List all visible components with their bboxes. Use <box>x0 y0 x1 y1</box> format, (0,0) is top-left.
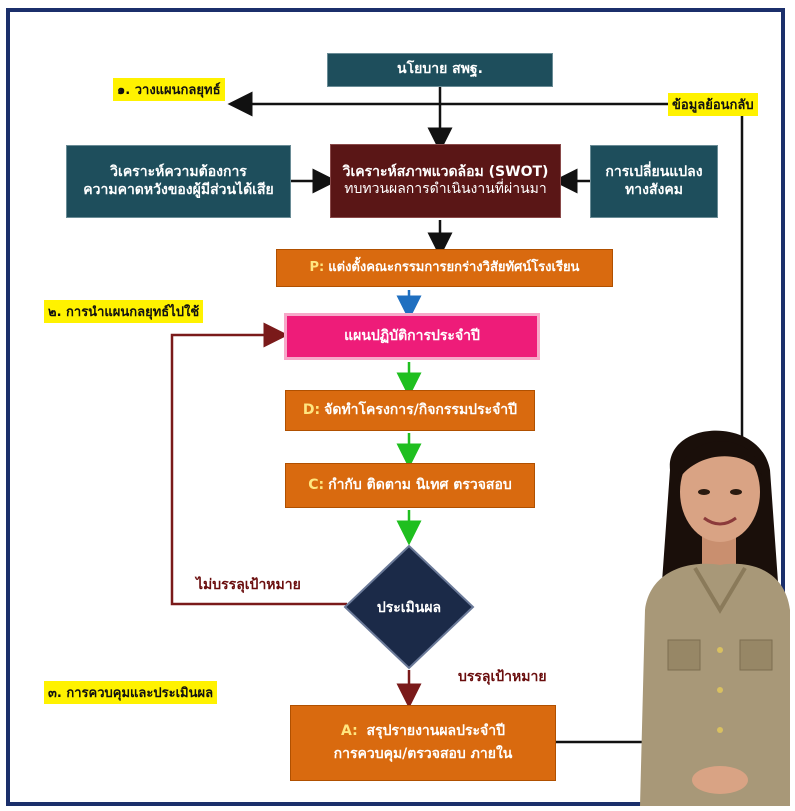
social-line1: การเปลี่ยนแปลง <box>605 164 703 180</box>
act-line1-wrap: A: สรุปรายงานผลประจำปี <box>341 723 505 741</box>
not-achieved-label: ไม่บรรลุเป้าหมาย <box>196 577 301 593</box>
check-text: กำกับ ติดตาม นิเทศ ตรวจสอบ <box>328 476 512 493</box>
stakeholder-box: วิเคราะห์ความต้องการ ความคาดหวังของผู้มี… <box>66 145 291 218</box>
stage3-label: ๓. การควบคุมและประเมินผล <box>44 681 218 704</box>
swot-line2: ทบทวนผลการดำเนินงานที่ผ่านมา <box>344 181 547 197</box>
person-photo <box>640 430 790 806</box>
evaluate-label: ประเมินผล <box>376 600 442 616</box>
swot-line1: วิเคราะห์สภาพแวดล้อม (SWOT) <box>342 163 549 180</box>
do-box: D: จัดทำโครงการ/กิจกรรมประจำปี <box>285 390 535 431</box>
act-line2: การควบคุม/ตรวจสอบ ภายใน <box>333 746 513 762</box>
feedback-label: ข้อมูลย้อนกลับ <box>668 93 758 116</box>
evaluate-diamond <box>343 544 475 670</box>
stage1-label: ๑. วางแผนกลยุทธ์ <box>113 78 225 101</box>
annual-plan-box: แผนปฏิบัติการประจำปี <box>284 313 540 360</box>
swot-box: วิเคราะห์สภาพแวดล้อม (SWOT) ทบทวนผลการดำ… <box>330 144 561 218</box>
social-line2: ทางสังคม <box>625 181 683 198</box>
act-prefix: A: <box>340 722 358 739</box>
plan-box: P: แต่งตั้งคณะกรรมการยกร่างวิสัยทัศน์โรง… <box>276 249 613 287</box>
act-line1: สรุปรายงานผลประจำปี <box>366 722 506 739</box>
act-box: A: สรุปรายงานผลประจำปี การควบคุม/ตรวจสอบ… <box>290 705 556 781</box>
annual-plan-label: แผนปฏิบัติการประจำปี <box>344 327 480 344</box>
check-box: C: กำกับ ติดตาม นิเทศ ตรวจสอบ <box>285 463 535 508</box>
check-prefix: C: <box>308 476 325 493</box>
arrow-loop-not-achieved <box>170 322 347 606</box>
do-text: จัดทำโครงการ/กิจกรรมประจำปี <box>324 401 518 418</box>
policy-box: นโยบาย สพฐ. <box>327 53 553 87</box>
policy-label: นโยบาย สพฐ. <box>397 61 483 78</box>
plan-prefix: P: <box>309 259 325 275</box>
do-prefix: D: <box>302 401 321 418</box>
stakeholder-line1: วิเคราะห์ความต้องการ <box>110 164 247 180</box>
social-change-box: การเปลี่ยนแปลง ทางสังคม <box>590 145 718 218</box>
achieved-label: บรรลุเป้าหมาย <box>458 669 547 685</box>
plan-text: แต่งตั้งคณะกรรมการยกร่างวิสัยทัศน์โรงเรี… <box>328 259 580 275</box>
stage2-label: ๒. การนำแผนกลยุทธ์ไปใช้ <box>44 300 204 323</box>
stakeholder-line2: ความคาดหวังของผู้มีส่วนได้เสีย <box>83 181 274 198</box>
